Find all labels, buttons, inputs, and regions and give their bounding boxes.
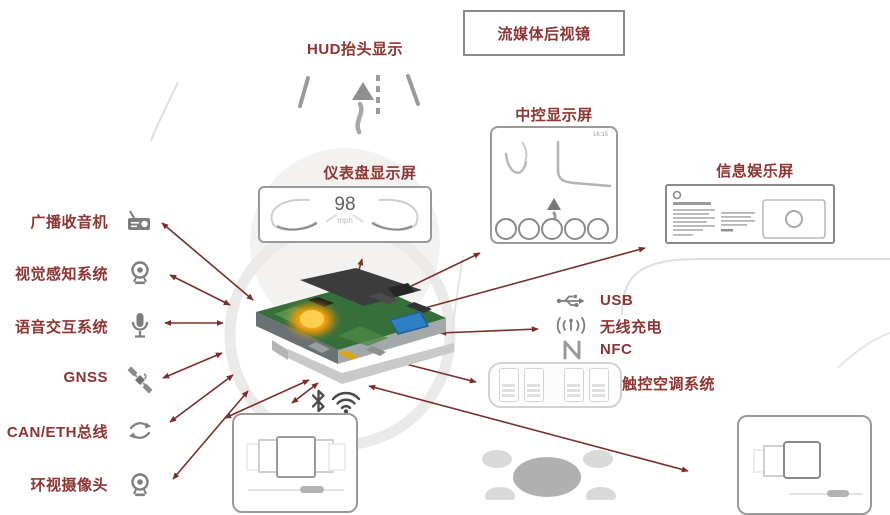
hud-graphic [298, 74, 420, 135]
cockpit-domain-controller-module [256, 268, 454, 384]
radio-icon [128, 210, 150, 230]
nfc-icon [563, 340, 581, 360]
speed-value: 98 [334, 194, 356, 215]
carousel-item-far-right [328, 443, 346, 471]
nfc-label: NFC [600, 341, 633, 358]
satellite-icon [127, 366, 153, 394]
carousel-slider-track[interactable] [789, 493, 863, 495]
left-item-voice-label: 语音交互系统 [14, 319, 108, 336]
streaming-mirror-label: 流媒体后视镜 [497, 25, 591, 43]
wifi-icon [331, 391, 361, 414]
bottom-right-screen [737, 415, 872, 515]
instrument-label: 仪表盘显示屏 [323, 165, 417, 182]
left-item-gnss-label: GNSS [63, 369, 108, 386]
carousel-slider-thumb[interactable] [300, 486, 324, 493]
usb-icon [556, 294, 585, 307]
ac-control-4[interactable] [589, 368, 609, 402]
center-screen-time: 16:15 [592, 132, 608, 138]
ac-control-1[interactable] [499, 368, 519, 402]
carousel-item-center[interactable] [276, 436, 316, 478]
camera-icon [131, 261, 149, 285]
instrument-screen: 98 mph [258, 186, 432, 243]
center-display-label: 中控显示屏 [515, 107, 593, 124]
microphone-icon [131, 313, 149, 338]
carousel-item-center[interactable] [783, 441, 821, 479]
speed-unit: mph [337, 216, 353, 225]
ac-control-3[interactable] [564, 368, 584, 402]
left-item-can-label: CAN/ETH总线 [6, 424, 108, 441]
camera-icon [131, 473, 149, 497]
infotainment-screen [665, 184, 835, 244]
infotainment-label: 信息娱乐屏 [716, 163, 794, 180]
wireless-charging-label: 无线充电 [600, 319, 663, 336]
usb-label: USB [600, 292, 634, 309]
carousel-slider-thumb[interactable] [827, 490, 849, 497]
center-display-screen: 16:15 [490, 126, 618, 244]
wireless-charging-icon [556, 317, 586, 334]
bus-icon [129, 422, 151, 439]
streaming-mirror-box: 流媒体后视镜 [463, 10, 625, 56]
touch-ac-label: 触控空调系统 [622, 376, 716, 393]
carousel-item-left [763, 445, 785, 477]
bottom-left-screen [232, 413, 358, 513]
left-item-surround-camera-label: 环视摄像头 [30, 477, 108, 494]
cockpit-architecture-diagram: { "peripherals": { "hud_label": "HUD抬头显示… [6, 10, 890, 515]
left-item-radio-label: 广播收音机 [30, 214, 108, 231]
ac-control-2[interactable] [524, 368, 544, 402]
carousel-slider-track[interactable] [248, 489, 344, 491]
left-item-vision-label: 视觉感知系统 [14, 266, 108, 283]
hud-label: HUD抬头显示 [307, 41, 403, 58]
touch-ac-panel [488, 362, 622, 408]
